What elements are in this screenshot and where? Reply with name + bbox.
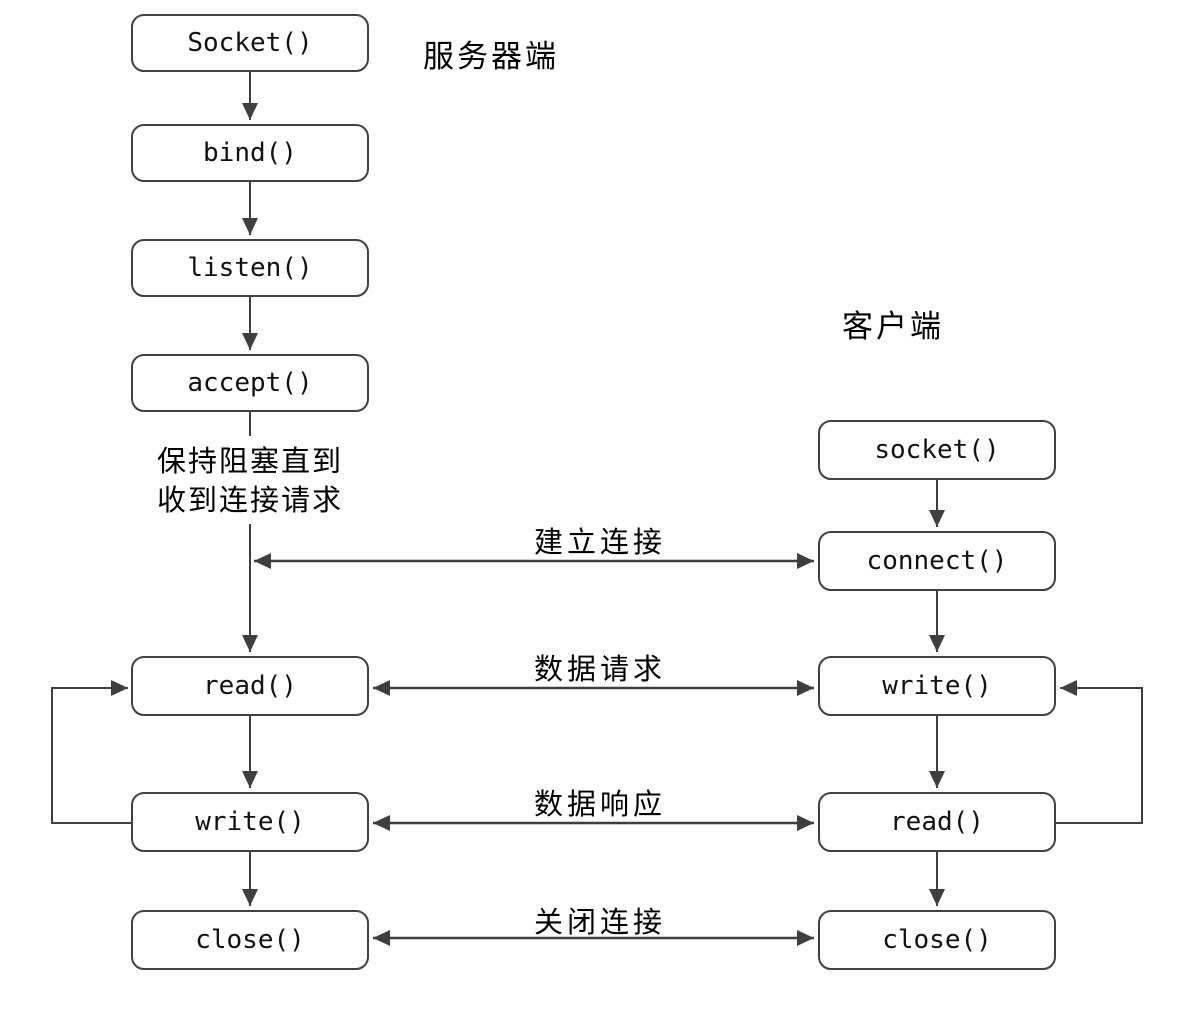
arrow-client-read-loop-to-write	[1056, 680, 1143, 824]
server-node-close: close()	[131, 910, 369, 970]
arrow-server-write-loop-to-read	[51, 680, 131, 824]
server-node-write: write()	[131, 792, 369, 852]
server-node-listen: listen()	[131, 239, 369, 297]
server-node-accept: accept()	[131, 354, 369, 412]
client-node-connect: connect()	[818, 531, 1056, 591]
client-node-close: close()	[818, 910, 1056, 970]
client-node-socket: socket()	[818, 420, 1056, 480]
client-node-read: read()	[818, 792, 1056, 852]
blocking-note-line1: 保持阻塞直到	[157, 446, 344, 478]
edge-label-close-connection: 关闭连接	[533, 907, 667, 939]
blocking-note: 保持阻塞直到 收到连接请求	[157, 443, 343, 521]
client-node-write: write()	[818, 656, 1056, 716]
client-column-title: 客户端	[842, 309, 944, 344]
server-column-title: 服务器端	[423, 39, 559, 74]
edge-label-data-response: 数据响应	[533, 789, 667, 821]
server-node-bind: bind()	[131, 124, 369, 182]
server-node-socket: Socket()	[131, 14, 369, 72]
edge-label-establish-connection: 建立连接	[533, 527, 667, 559]
server-node-read: read()	[131, 656, 369, 716]
blocking-note-line2: 收到连接请求	[157, 485, 344, 517]
edge-label-data-request: 数据请求	[533, 654, 667, 686]
